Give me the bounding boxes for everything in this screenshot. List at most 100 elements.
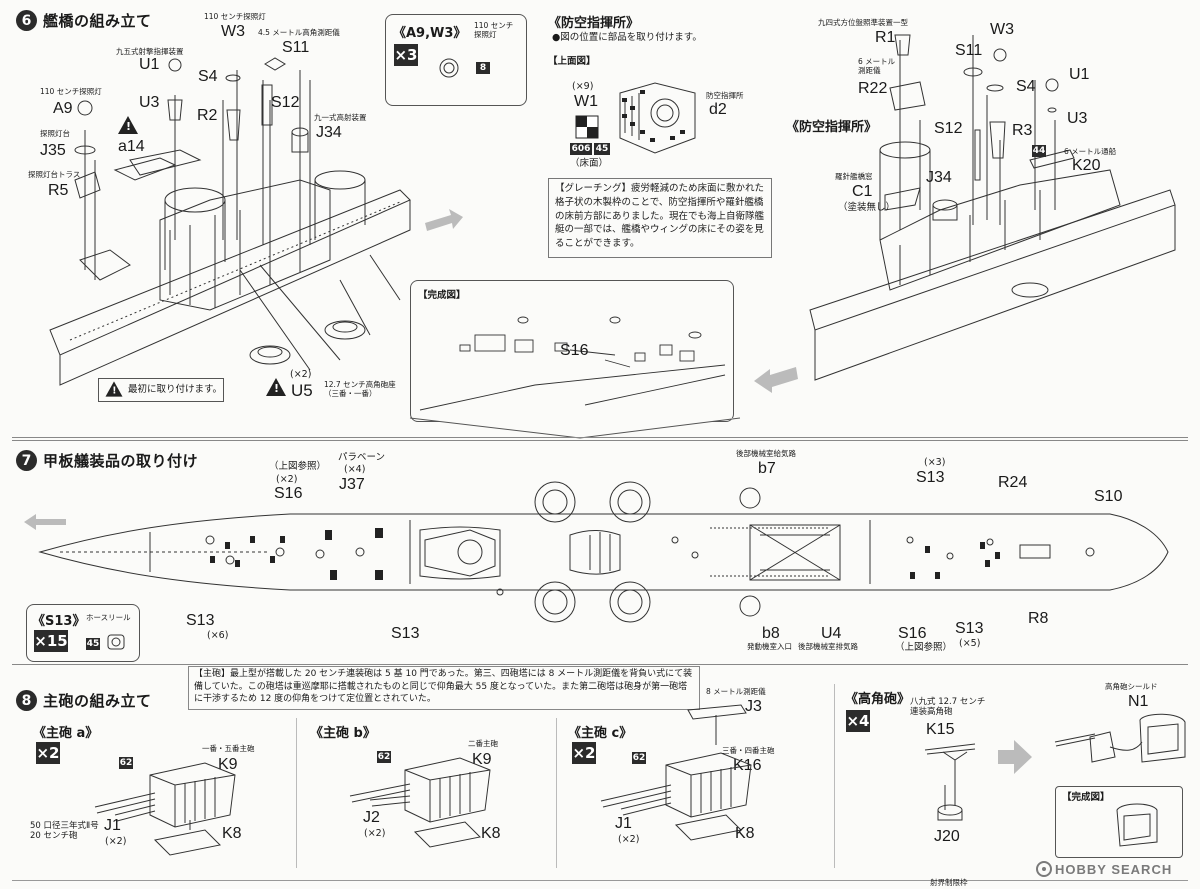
part-r2: R2: [197, 107, 218, 124]
part-u5-count: (×2): [290, 369, 312, 380]
right-part-u1: U1: [1069, 66, 1090, 83]
part-w1-count: (×9): [572, 81, 594, 92]
gun-a-count: ×2: [36, 742, 60, 764]
inset-a9-w3-count: ×3: [394, 44, 418, 66]
grating-note-box: [548, 178, 772, 258]
gun-c-drawing: [600, 704, 752, 841]
inset-s13: [26, 604, 140, 662]
part-r5-note: 探照灯台トラス: [28, 170, 81, 179]
right-part-w3: W3: [990, 21, 1014, 38]
inset-a9-w3-paint: 8: [476, 62, 490, 74]
part-s11: S11: [282, 39, 310, 56]
step-8-title: 主砲の組み立て: [43, 692, 152, 710]
part-u3: U3: [139, 94, 160, 111]
deck-part-s16b: S16: [898, 625, 927, 642]
bridge-right-drawing: [809, 34, 1176, 381]
partial-label: 射界制限枠: [930, 878, 968, 887]
deck-part-s10: S10: [1094, 488, 1123, 505]
s16-ref: （上図参照）: [269, 461, 327, 472]
arrow-left-icon: [24, 514, 66, 530]
completed-view-drawing: [419, 316, 726, 411]
part-r5: R5: [48, 182, 69, 199]
step-6-header: 6 艦橋の組み立て: [16, 10, 152, 31]
s16b-ref: （上図参照）: [895, 642, 953, 653]
deck-part-s13-top: S13: [916, 469, 945, 486]
gun-b-k9: K9: [472, 751, 492, 768]
inset-s13-count: ×15: [34, 630, 68, 652]
inset-s13-paint: 45: [86, 638, 100, 650]
part-u5: U5: [291, 381, 313, 400]
divider-7-8: [12, 664, 1188, 665]
gun-c-k16-note: 三番・四番主砲: [722, 746, 775, 755]
gun-c-k8: K8: [735, 825, 755, 842]
right-part-s12: S12: [934, 120, 963, 137]
gun-c-paint: 62: [632, 752, 646, 764]
part-w1: W1: [574, 93, 598, 110]
part-k20-note: 6 メートル通船: [1064, 147, 1117, 156]
part-j35-note: 探照灯台: [40, 129, 70, 138]
j37-note: パラベーン: [338, 452, 386, 463]
arrow-right-icon: [425, 209, 463, 231]
warning-icon: [118, 116, 138, 134]
bridge-section-title: 《防空指揮所》: [548, 16, 640, 31]
gun-b-j2: J2: [363, 809, 380, 826]
gun-a-j1-count: (×2): [105, 836, 127, 847]
part-s12: S12: [271, 94, 300, 111]
deck-part-j37: J37: [339, 476, 365, 493]
step-7-header: 7 甲板艤装品の取り付け: [16, 450, 198, 471]
part-a9: A9: [53, 100, 73, 117]
gun-a-k8: K8: [222, 825, 242, 842]
aa-gun-drawing: [924, 743, 976, 821]
gun-b-k9-note: 二番主砲: [468, 739, 498, 748]
right-part-u3: U3: [1067, 110, 1088, 127]
part-c1-note: 羅針艦橋窓: [835, 172, 873, 181]
aa-k15: K15: [926, 721, 955, 738]
completed-view-title: 【完成図】: [418, 290, 466, 301]
gun-a-drawing: [94, 762, 236, 856]
aa-shield-drawing: [1054, 713, 1186, 763]
part-a9-note: 110 センチ探照灯: [40, 87, 102, 96]
s13-top-count: (×3): [924, 457, 946, 468]
step-7-number: 7: [16, 450, 37, 471]
paint-45: 45: [594, 143, 610, 155]
right-part-c1: C1: [852, 183, 873, 200]
right-part-r22: R22: [858, 80, 888, 97]
warning-icon: [266, 378, 286, 396]
aa-gun-title: 《高角砲》: [845, 692, 911, 707]
right-part-s11: S11: [955, 42, 983, 59]
part-d2-note: 防空指揮所: [706, 91, 744, 100]
divider-6-7: [12, 437, 1188, 438]
aa-complete-inset: [1055, 786, 1183, 858]
part-w3: W3: [221, 23, 245, 40]
inset-s13-title: 《S13》: [32, 614, 86, 629]
floor-label: （床面）: [570, 158, 609, 169]
paint-606: 606: [570, 143, 592, 155]
divider-b-c: [556, 718, 557, 868]
grating-note: 【グレーチング】疲労軽減のため床面に敷かれた格子状の木製枠のことで、防空指揮所や…: [555, 183, 765, 250]
deck-plan-drawing: [38, 481, 1169, 623]
arrow-right-icon: [998, 740, 1032, 774]
part-c1-sub: （塗装無し）: [838, 202, 896, 213]
aa-k15-note: 八九式 12.7 センチ 連装高角砲: [910, 697, 986, 717]
deck-part-b7: b7: [758, 460, 776, 477]
gun-c-j3: J3: [745, 698, 762, 715]
hose-reel-part: [107, 634, 125, 650]
gun-a-k9-note: 一番・五番主砲: [202, 744, 255, 753]
aa-gun-count: ×4: [846, 710, 870, 732]
right-part-r3: R3: [1012, 122, 1033, 139]
gun-c-j1: J1: [615, 815, 632, 832]
main-gun-note-box: [188, 666, 700, 710]
gun-c-j1-count: (×2): [618, 834, 640, 845]
divider-6-7b: [12, 440, 1188, 441]
inset-s13-note: ホースリール: [86, 613, 131, 622]
deck-part-b8: b8: [762, 625, 780, 642]
divider-bottom: [12, 880, 1188, 881]
b8-note: 発動機室入口: [747, 642, 792, 651]
gun-a-title: 《主砲 a》: [33, 726, 99, 741]
bridge-section-desc: ●図の位置に部品を取り付けます。: [552, 32, 702, 43]
part-d2: d2: [709, 101, 727, 118]
part-s16: S16: [560, 342, 589, 359]
right-part-r1: R1: [875, 29, 896, 46]
step-7-title: 甲板艤装品の取り付け: [43, 452, 199, 470]
u4-note: 後部機械室排気路: [798, 642, 858, 651]
